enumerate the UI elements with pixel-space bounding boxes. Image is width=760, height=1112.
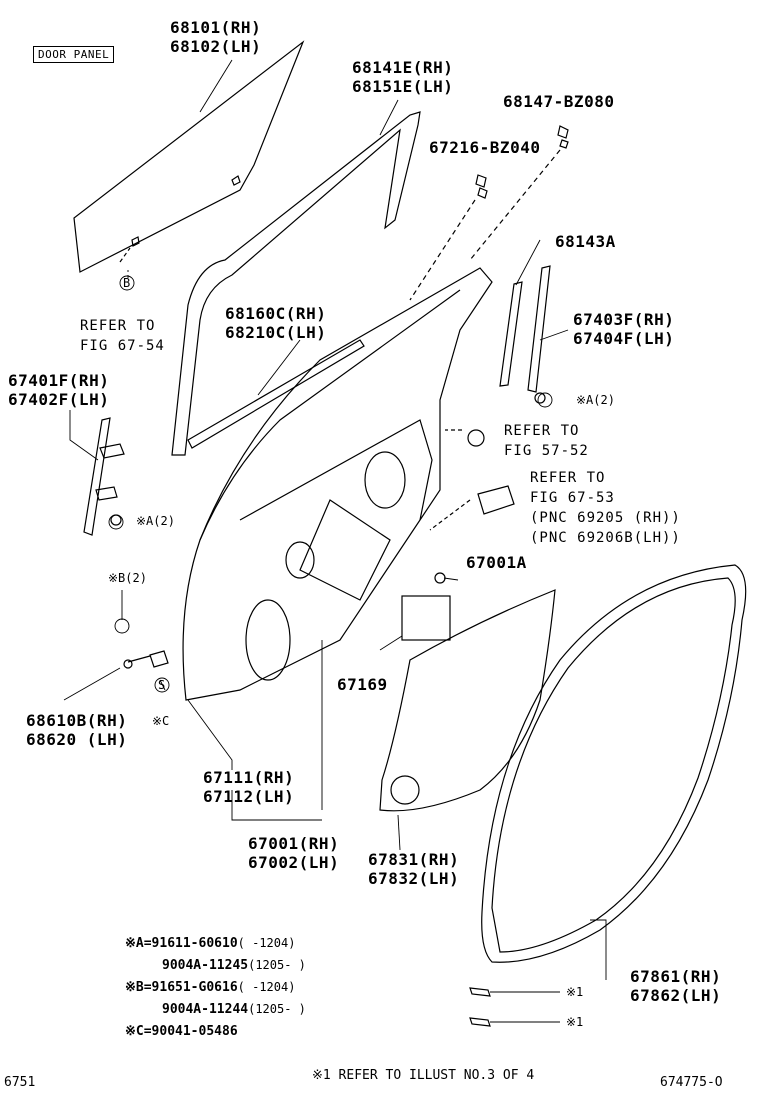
- note-key: ※C=: [125, 1024, 152, 1039]
- label-check-lh: 68620 (LH): [26, 730, 128, 749]
- footer-center-note: ※1 REFER TO ILLUST NO.3 OF 4: [312, 1068, 535, 1083]
- ref-fig-67-53-line1: REFER TO: [530, 470, 606, 486]
- ref-fig-67-54-line1: REFER TO: [80, 318, 156, 334]
- callout-c: ※C: [152, 714, 170, 728]
- label-film: 67169: [337, 675, 388, 694]
- note-part: 9004A-11245: [162, 958, 249, 973]
- callout-b2: ※B(2): [108, 571, 147, 585]
- run-channel-drawing: [171, 111, 421, 456]
- rear-channel-drawing: [499, 265, 551, 404]
- clip-drawings: [409, 125, 569, 301]
- note-row: 9004A-11245(1205- ): [162, 954, 306, 977]
- ref-fig-67-53-line4: (PNC 69206B(LH)): [530, 530, 681, 546]
- leader-lines: [63, 59, 607, 1023]
- note-range: (1205- ): [248, 1002, 306, 1016]
- label-door-assy-rh: 67001(RH): [248, 834, 340, 853]
- label-clip-a: 68147-BZ080: [503, 92, 615, 111]
- front-channel-drawing: [83, 417, 125, 536]
- door-weatherstrip-drawing: [469, 564, 747, 1027]
- ref-fig-57-52-line1: REFER TO: [504, 423, 580, 439]
- service-hole-cover-drawing: [379, 572, 556, 812]
- label-service-hole-cover-rh: 67831(RH): [368, 850, 460, 869]
- label-rear-channel-lh: 67404F(LH): [573, 329, 675, 348]
- label-inner-weatherstrip-rh: 68160C(RH): [225, 304, 327, 323]
- label-window-glass-lh: 68102(LH): [170, 37, 262, 56]
- door-panel-drawing: [123, 267, 515, 701]
- callout-mark1-lower: ※1: [566, 1015, 584, 1029]
- callout-mark1-upper: ※1: [566, 985, 584, 999]
- ref-fig-67-54-line2: FIG 67-54: [80, 338, 165, 354]
- note-row: ※B=91651-G0616( -1204): [125, 976, 295, 999]
- footer-right-code: 674775-O: [660, 1075, 723, 1090]
- label-front-channel-rh: 67401F(RH): [8, 371, 110, 390]
- callout-a2-left: ※A(2): [136, 514, 175, 528]
- label-window-glass-rh: 68101(RH): [170, 18, 262, 37]
- note-part: 9004A-11244: [162, 1002, 249, 1017]
- callout-b-mark: B: [123, 276, 131, 290]
- label-clip-c: 67001A: [466, 553, 527, 572]
- ref-fig-57-52-line2: FIG 57-52: [504, 443, 589, 459]
- note-part: 91611-60610: [151, 936, 238, 951]
- label-rear-channel-rh: 67403F(RH): [573, 310, 675, 329]
- note-range: ( -1204): [237, 980, 296, 994]
- note-key: ※A=: [125, 936, 152, 951]
- label-door-weatherstrip-lh: 67862(LH): [630, 986, 722, 1005]
- note-row: 9004A-11244(1205- ): [162, 998, 306, 1021]
- callout-a2-right: ※A(2): [576, 393, 615, 407]
- note-row: ※A=91611-60610( -1204): [125, 932, 295, 955]
- label-door-assy-lh: 67002(LH): [248, 853, 340, 872]
- label-inner-weatherstrip-lh: 68210C(LH): [225, 323, 327, 342]
- ref-fig-67-53-line3: (PNC 69205 (RH)): [530, 510, 681, 526]
- label-run-channel-lh: 68151E(LH): [352, 77, 454, 96]
- label-door-panel-rh: 67111(RH): [203, 768, 295, 787]
- note-part: 91651-G0616: [151, 980, 238, 995]
- label-door-weatherstrip-rh: 67861(RH): [630, 967, 722, 986]
- label-seal: 68143A: [555, 232, 616, 251]
- window-glass-drawing: [73, 40, 305, 273]
- note-key: ※B=: [125, 980, 152, 995]
- note-range: ( -1204): [237, 936, 296, 950]
- footer-left-code: 6751: [4, 1075, 36, 1090]
- callout-s-mark: S: [158, 678, 166, 692]
- inner-weatherstrip-drawing: [187, 339, 365, 449]
- label-run-channel-rh: 68141E(RH): [352, 58, 454, 77]
- label-clip-b: 67216-BZ040: [429, 138, 541, 157]
- label-service-hole-cover-lh: 67832(LH): [368, 869, 460, 888]
- note-row: ※C=90041-05486: [125, 1020, 238, 1043]
- door-panel-header-box: DOOR PANEL: [33, 46, 115, 63]
- label-door-panel-lh: 67112(LH): [203, 787, 295, 806]
- label-check-rh: 68610B(RH): [26, 711, 128, 730]
- callout-circles: [108, 275, 553, 693]
- ref-fig-67-53-line2: FIG 67-53: [530, 490, 615, 506]
- note-range: (1205- ): [248, 958, 306, 972]
- label-front-channel-lh: 67402F(LH): [8, 390, 110, 409]
- note-part: 90041-05486: [151, 1024, 238, 1039]
